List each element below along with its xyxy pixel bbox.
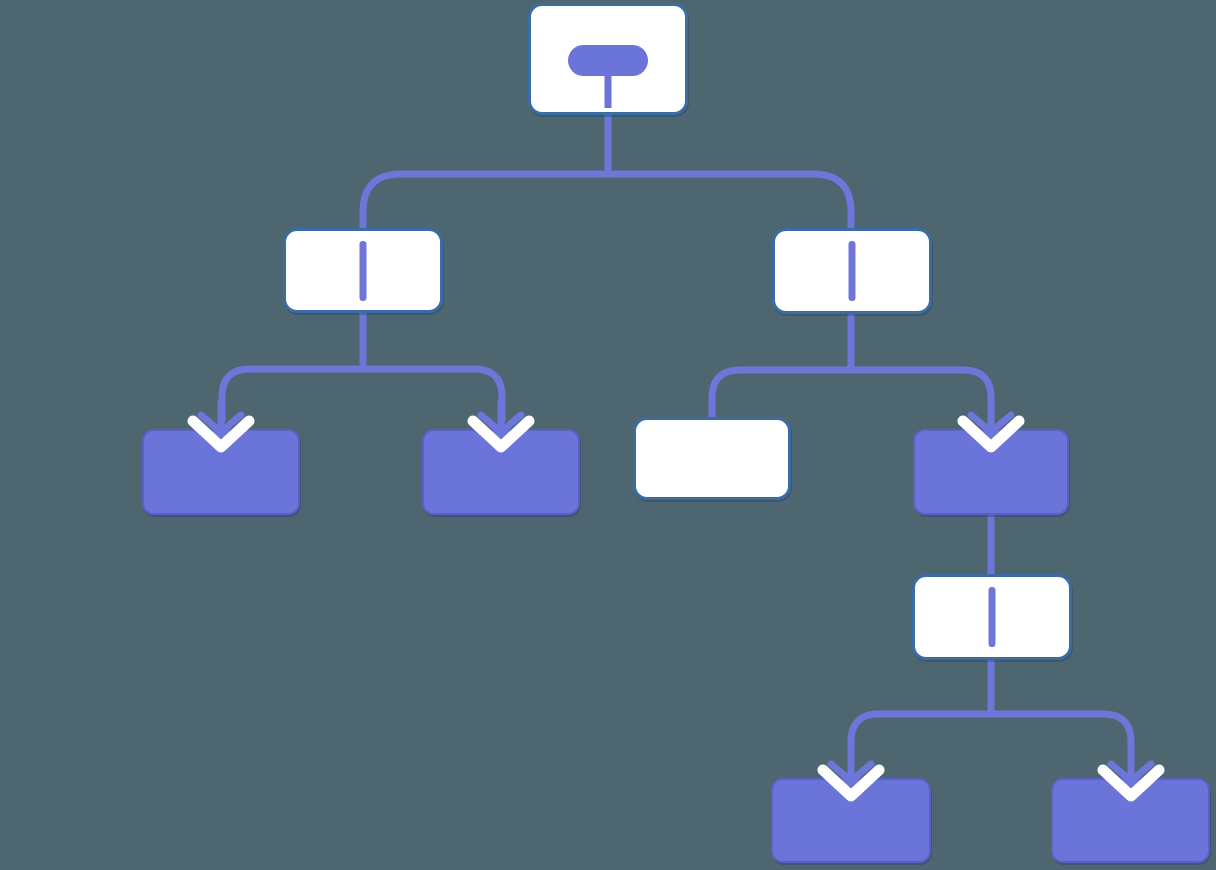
chevron-down-icon[interactable] [817,750,885,806]
chevron-white-outline [187,415,255,453]
collapsed-branch-node[interactable] [913,401,1069,515]
chevron-down-icon[interactable] [1097,750,1164,806]
connector-right-subtree-bar [708,366,995,426]
chevron-white-outline [817,764,885,802]
branch-node-left[interactable] [283,228,443,313]
chevron-white-outline [957,415,1025,453]
chevron-down-icon[interactable] [957,401,1025,457]
chevron-down-icon[interactable] [187,401,255,457]
collapsed-leaf-node-4[interactable] [1051,750,1210,863]
arrow-head [1107,760,1154,785]
node-divider-line [359,240,367,301]
branch-node-lower[interactable] [912,574,1072,660]
root-node[interactable] [528,3,688,115]
node-divider-line [848,241,856,301]
chevron-white-outline [1097,764,1164,802]
branch-node-right[interactable] [772,228,932,314]
connector-left-subtree-bar [218,365,506,424]
root-topic-pill [568,45,648,76]
collapsed-leaf-node-3[interactable] [771,750,931,863]
arrow-head [477,411,525,436]
chevron-down-icon[interactable] [467,401,535,457]
collapsed-leaf-node-1[interactable] [142,401,300,515]
chevron-white-outline [467,415,535,453]
root-topic-stem [604,74,612,108]
arrow-head [967,411,1015,436]
arrow-head [197,411,245,436]
collapsed-leaf-node-2[interactable] [422,401,580,515]
connector-bottom-subtree-bar [847,710,1135,772]
empty-leaf-node[interactable] [633,417,791,500]
arrow-head [827,760,875,785]
node-divider-line [988,587,996,647]
connector-level1-bar [359,170,855,232]
